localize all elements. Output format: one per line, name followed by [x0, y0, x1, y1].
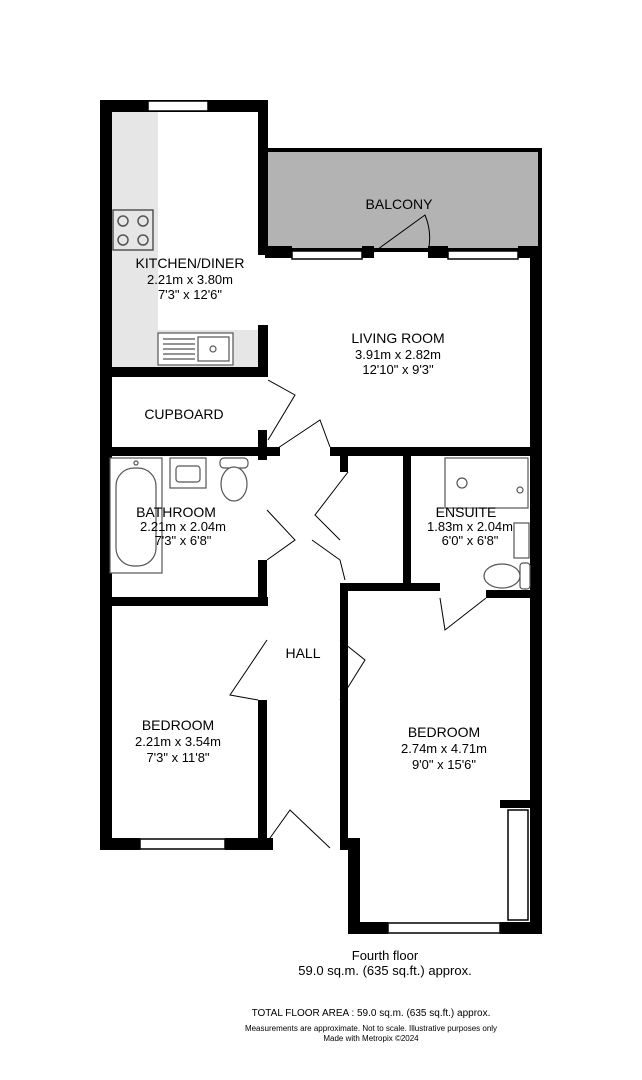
- bedroom2-metric: 2.74m x 4.71m: [401, 741, 487, 756]
- bedroom1-label: BEDROOM: [142, 717, 214, 733]
- ensuite-imperial: 6'0" x 6'8": [442, 533, 499, 548]
- credit: Made with Metropix ©2024: [323, 1034, 419, 1043]
- bedroom1-imperial: 7'3" x 11'8": [146, 750, 209, 765]
- ensuite-basin-icon: [513, 522, 530, 559]
- living-label: LIVING ROOM: [351, 330, 444, 346]
- living-metric: 3.91m x 2.82m: [355, 347, 441, 362]
- doors: [229, 214, 487, 849]
- shower-icon: [444, 457, 529, 509]
- kitchen-imperial: 7'3" x 12'6": [158, 287, 222, 302]
- balcony-label: BALCONY: [366, 196, 434, 212]
- bedroom2-imperial: 9'0" x 15'6": [412, 757, 476, 772]
- basin-icon: [169, 457, 207, 489]
- hob-icon: [112, 209, 154, 251]
- bedroom1-metric: 2.21m x 3.54m: [135, 734, 221, 749]
- kitchen-metric: 2.21m x 3.80m: [147, 272, 233, 287]
- walls: [100, 100, 542, 934]
- ensuite-label: ENSUITE: [436, 504, 497, 520]
- kitchen-sink-icon: [157, 332, 234, 366]
- kitchen-label: KITCHEN/DINER: [136, 255, 245, 271]
- bathroom-metric: 2.21m x 2.04m: [140, 519, 226, 534]
- bathroom-label: BATHROOM: [136, 504, 216, 520]
- bedroom2-label: BEDROOM: [408, 724, 480, 740]
- total-floor-area: TOTAL FLOOR AREA : 59.0 sq.m. (635 sq.ft…: [251, 1008, 491, 1019]
- floor-name: Fourth floor: [351, 948, 419, 963]
- living-imperial: 12'10" x 9'3": [362, 362, 434, 377]
- toilet-icon: [219, 457, 249, 502]
- ensuite-metric: 1.83m x 2.04m: [427, 519, 513, 534]
- hall-label: HALL: [285, 645, 320, 661]
- disclaimer: Measurements are approximate. Not to sca…: [244, 1024, 498, 1033]
- windows: [139, 100, 529, 934]
- kitchen-counter: [110, 112, 158, 367]
- cupboard-label: CUPBOARD: [144, 406, 223, 422]
- ensuite-toilet-icon: [483, 562, 531, 590]
- bathroom-imperial: 7'3" x 6'8": [155, 533, 212, 548]
- bath-icon: [109, 457, 163, 574]
- floor-area: 59.0 sq.m. (635 sq.ft.) approx.: [298, 963, 472, 978]
